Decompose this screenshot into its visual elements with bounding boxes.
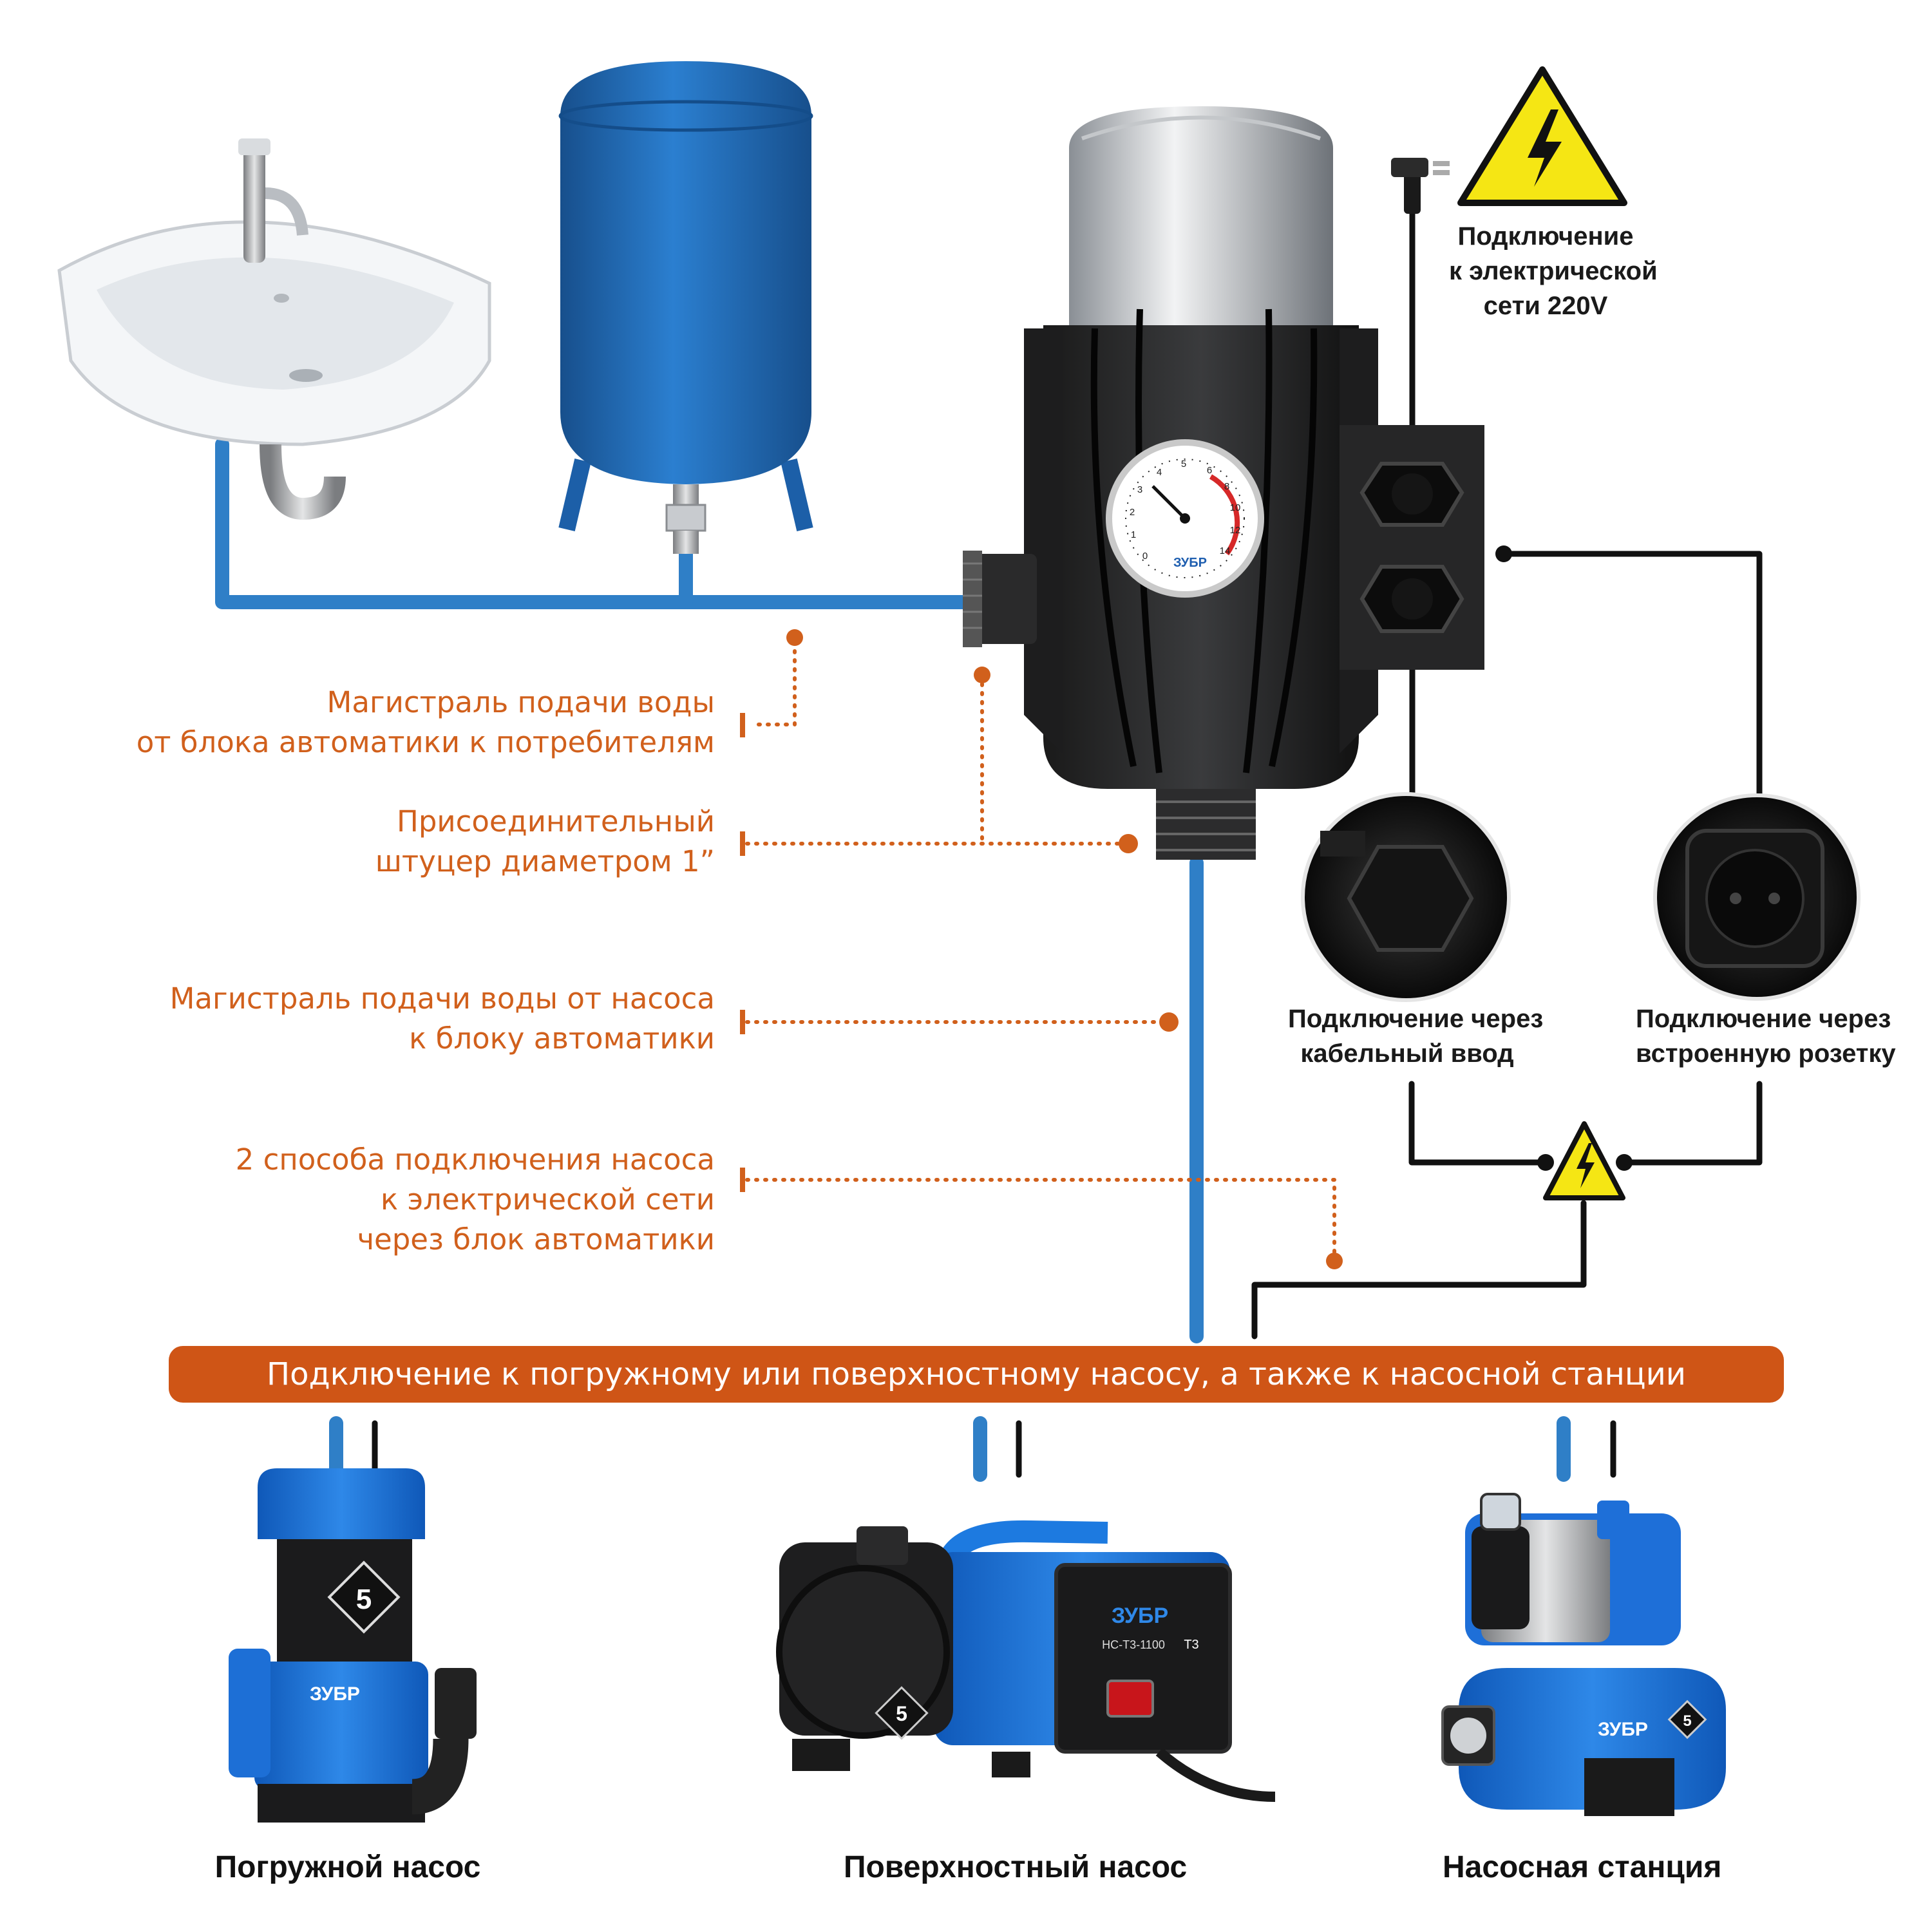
surface-warranty-badge: 5	[896, 1702, 907, 1725]
surface-pump-caption: Поверхностный насос	[844, 1850, 1188, 1884]
submersible-warranty-badge: 5	[356, 1584, 372, 1615]
gauge-tick-labels: 0 1 2 3 4 5 6 8 10 12 14	[1130, 459, 1241, 562]
gauge-tick: 2	[1130, 507, 1135, 518]
socket-caption: Подключение через встроенную розетку	[1636, 1001, 1896, 1071]
gauge-tick: 0	[1142, 551, 1148, 562]
socket-wire	[1505, 551, 1763, 805]
gauge-tick: 10	[1230, 502, 1241, 513]
fitting-label: Присоединительный штуцер диаметром 1”	[375, 802, 715, 882]
two-ways-label: 2 способа подключения насоса к электриче…	[236, 1140, 715, 1260]
gauge-tick: 5	[1181, 459, 1186, 469]
socket-caption-line1: Подключение через	[1636, 1005, 1891, 1033]
sink-drain-pipe	[215, 437, 980, 609]
two-ways-label-line2: к электрической сети	[381, 1182, 715, 1217]
submersible-pump-caption: Погружной насос	[214, 1850, 481, 1884]
gauge-brand: ЗУБР	[1173, 556, 1207, 570]
station-warranty-badge: 5	[1683, 1712, 1691, 1730]
pump-line-label-line1: Магистраль подачи воды от насоса	[169, 981, 715, 1016]
surface-model: НС-Т3-1100	[1102, 1638, 1165, 1651]
surface-class: Т3	[1184, 1638, 1198, 1652]
power-caption-line2: к электрической	[1449, 257, 1658, 285]
fitting-label-line2: штуцер диаметром 1”	[375, 844, 715, 878]
gland-to-warning	[1408, 1081, 1549, 1166]
cable-gland-caption-line2: кабельный ввод	[1300, 1039, 1514, 1068]
cable-terminals	[1495, 545, 1633, 1171]
pump-line-label: Магистраль подачи воды от насоса к блоку…	[170, 979, 715, 1059]
station-brand: ЗУБР	[1598, 1719, 1648, 1740]
gauge-tick: 12	[1230, 525, 1241, 536]
gauge-tick: 6	[1207, 465, 1212, 476]
fitting-label-line1: Присоединительный	[396, 804, 715, 838]
expansion-tank-image	[558, 61, 813, 554]
electric-cables	[372, 209, 1763, 1478]
built-in-socket-detail-image	[1653, 793, 1861, 1001]
surface-brand: ЗУБР	[1112, 1604, 1168, 1628]
socket-caption-line2: встроенную розетку	[1636, 1039, 1896, 1068]
cable-gland-caption-line1: Подключение через	[1288, 1005, 1544, 1033]
surface-pump-image: 5 ЗУБР НС-Т3-1100 Т3	[776, 1520, 1276, 1802]
leader-markers	[740, 629, 1343, 1269]
high-voltage-warning-icon	[1457, 66, 1627, 206]
consumer-line-label-line1: Магистраль подачи воды	[327, 685, 715, 719]
leader-lines	[745, 636, 1336, 1263]
washbasin-image	[57, 138, 491, 520]
submersible-brand: ЗУБР	[310, 1683, 360, 1705]
consumer-line-label-line2: от блока автоматики к потребителям	[136, 725, 715, 759]
junction-warning-icon	[1543, 1121, 1625, 1200]
connection-banner: Подключение к погружному или поверхностн…	[169, 1346, 1784, 1403]
gauge-tick: 14	[1220, 545, 1231, 556]
pump-line-label-line2: к блоку автоматики	[409, 1021, 715, 1056]
power-caption: Подключение к электрической сети 220V	[1449, 219, 1658, 323]
gauge-tick: 8	[1224, 481, 1229, 492]
gauge-tick: 3	[1137, 484, 1142, 495]
gauge-tick: 1	[1131, 529, 1136, 540]
socket-to-warning	[1621, 1081, 1763, 1166]
consumer-line-label: Магистраль подачи воды от блока автомати…	[137, 683, 715, 762]
cable-gland-detail-image	[1301, 792, 1511, 1002]
water-pipes	[215, 437, 1571, 1482]
power-caption-line3: сети 220V	[1483, 292, 1608, 320]
cable-gland-caption: Подключение через кабельный ввод	[1288, 1001, 1544, 1071]
two-ways-label-line3: через блок автоматики	[357, 1222, 715, 1256]
pump-station-image: ЗУБР 5	[1441, 1493, 1726, 1816]
gauge-tick: 4	[1157, 467, 1162, 478]
power-caption-line1: Подключение	[1457, 222, 1634, 251]
pressure-gauge	[1106, 439, 1264, 598]
two-ways-label-line1: 2 способа подключения насоса	[235, 1142, 715, 1177]
pump-station-caption: Насосная станция	[1443, 1850, 1722, 1884]
warning-to-pump	[1251, 1200, 1587, 1340]
submersible-pump-image: 5 ЗУБР	[229, 1468, 477, 1823]
